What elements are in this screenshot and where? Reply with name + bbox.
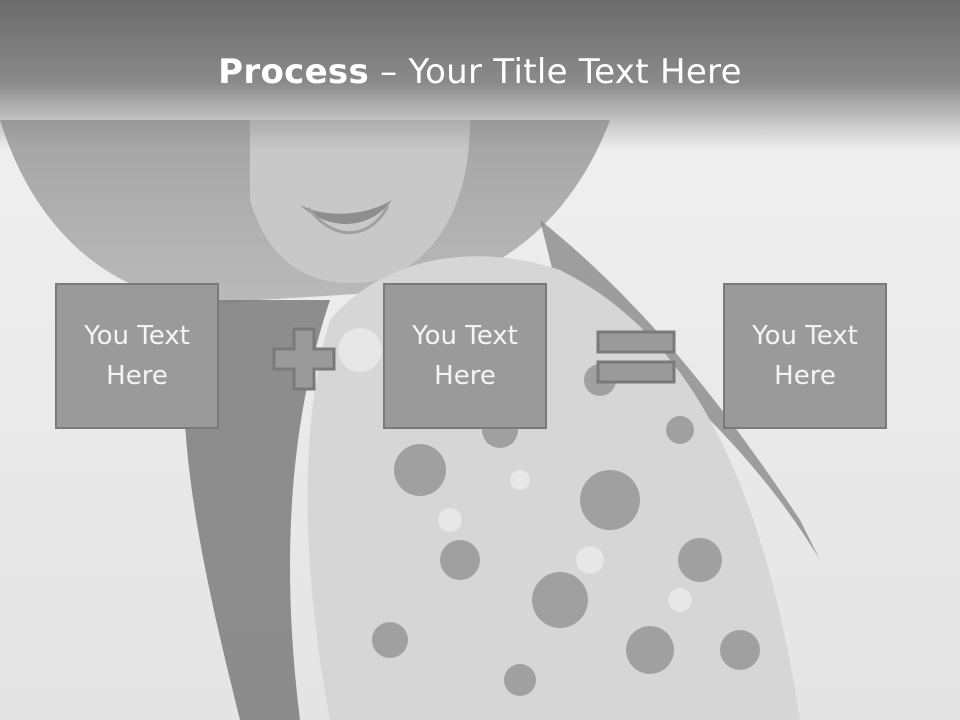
title-separator: – [369, 52, 409, 92]
title-band [0, 0, 960, 150]
process-box-3[interactable]: You Text Here [723, 283, 887, 429]
process-box-1-text: You Text Here [84, 321, 190, 391]
plus-icon [272, 327, 336, 391]
title-bold: Process [218, 52, 370, 92]
equals-icon [596, 330, 676, 384]
title-rest: Your Title Text Here [408, 52, 742, 92]
process-box-2-text: You Text Here [412, 321, 518, 391]
slide-title: Process – Your Title Text Here [0, 52, 960, 92]
process-box-1[interactable]: You Text Here [55, 283, 219, 429]
process-box-2[interactable]: You Text Here [383, 283, 547, 429]
process-box-3-text: You Text Here [752, 321, 858, 391]
